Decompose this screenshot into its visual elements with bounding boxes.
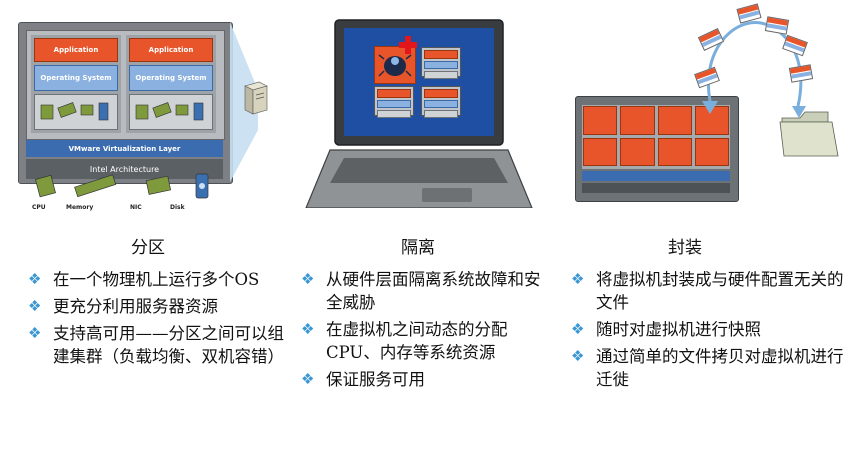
- isolated-vm-4: [421, 86, 461, 118]
- bullet-diamond-icon: ❖: [28, 324, 42, 342]
- laptop-icon: [305, 19, 533, 208]
- bullet-diamond-icon: ❖: [301, 370, 315, 388]
- list-item: ❖随时对虚拟机进行快照: [571, 320, 761, 339]
- list-item: ❖支持高可用——分区之间可以组建集群（负载均衡、双机容错）: [28, 324, 284, 366]
- column-1-bullets: ❖在一个物理机上运行多个OS ❖更充分利用服务器资源 ❖支持高可用——分区之间可…: [24, 268, 284, 372]
- bullet-diamond-icon: ❖: [28, 270, 42, 288]
- list-item: ❖将虚拟机封装成与硬件配置无关的文件: [571, 270, 844, 312]
- partition-diagram: Application Operating System Application…: [18, 22, 233, 212]
- vm-1: Application Operating System: [31, 35, 121, 133]
- hw-label-memory: Memory: [66, 204, 94, 211]
- column-3-bullets: ❖将虚拟机封装成与硬件配置无关的文件 ❖随时对虚拟机进行快照 ❖通过简单的文件拷…: [567, 268, 847, 395]
- folder-icon: [779, 111, 839, 157]
- list-item: ❖在一个物理机上运行多个OS: [28, 270, 260, 289]
- list-item: ❖通过简单的文件拷贝对虚拟机进行迁徙: [571, 347, 844, 389]
- list-item: ❖从硬件层面隔离系统故障和安全威胁: [301, 270, 541, 312]
- column-2-bullets: ❖从硬件层面隔离系统故障和安全威胁 ❖在虚拟机之间动态的分配CPU、内存等系统资…: [297, 268, 547, 395]
- host-blue-bar: [582, 171, 730, 181]
- column-1-title: 分区: [131, 238, 165, 258]
- vm-2-application: Application: [129, 38, 213, 62]
- list-item: ❖保证服务可用: [301, 370, 425, 389]
- vm-1-virtual-hardware: [34, 94, 118, 130]
- hw-label-disk: Disk: [170, 204, 185, 211]
- vm-1-operating-system: Operating System: [34, 65, 118, 91]
- hw-label-nic: NIC: [130, 204, 142, 211]
- vm-grid-cells: [583, 106, 729, 166]
- red-cross-icon: [399, 36, 417, 54]
- column-3-title: 封装: [668, 238, 702, 258]
- isolated-vm-3: [374, 86, 414, 118]
- hw-label-cpu: CPU: [32, 204, 46, 211]
- vm-2-hardware-icons: [135, 102, 204, 121]
- list-item: ❖在虚拟机之间动态的分配CPU、内存等系统资源: [301, 320, 508, 362]
- bug-icon: [378, 54, 412, 77]
- server-tower-icon: [244, 81, 268, 115]
- physical-hardware-icons: [34, 173, 209, 199]
- host-gray-bar: [582, 183, 730, 193]
- bullet-diamond-icon: ❖: [571, 320, 585, 338]
- vm-2-operating-system: Operating System: [129, 65, 213, 91]
- bullet-diamond-icon: ❖: [28, 297, 42, 315]
- virtualization-layer: VMware Virtualization Layer: [26, 140, 223, 157]
- bullet-diamond-icon: ❖: [301, 270, 315, 288]
- vm-1-application: Application: [34, 38, 118, 62]
- vm-2: Application Operating System: [126, 35, 216, 133]
- isolated-vm-2: [421, 47, 461, 79]
- intel-architecture-label: Intel Architecture: [26, 159, 223, 179]
- vm-1-hardware-icons: [40, 102, 109, 121]
- column-2-title: 隔离: [401, 238, 435, 258]
- zoom-wedge: [230, 22, 258, 182]
- list-item: ❖更充分利用服务器资源: [28, 297, 218, 316]
- vm-2-virtual-hardware: [129, 94, 213, 130]
- bullet-diamond-icon: ❖: [571, 347, 585, 365]
- bullet-diamond-icon: ❖: [301, 320, 315, 338]
- bullet-diamond-icon: ❖: [571, 270, 585, 288]
